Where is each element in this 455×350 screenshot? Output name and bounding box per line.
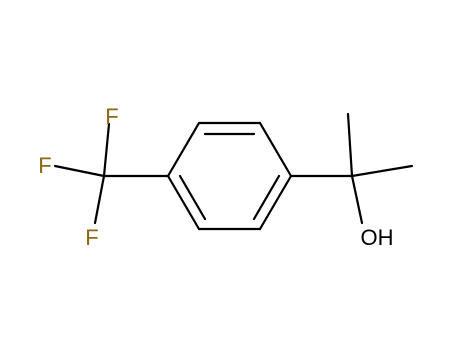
fluorine-label-top: F (105, 104, 118, 129)
bond-methyl-right (350, 164, 414, 178)
fluorine-label-bottom: F (85, 225, 98, 250)
ring-bond-6 (166, 174, 201, 231)
bond-c-f-top (102, 122, 111, 178)
ring-double-bond-left (178, 174, 207, 221)
bond-c-o (350, 174, 364, 225)
bond-c-f-left (53, 164, 106, 178)
ring-bond-4 (258, 174, 293, 231)
fluorine-label-left: F (38, 153, 51, 178)
hydroxyl-label: OH (361, 225, 394, 250)
ring-bond-1 (166, 121, 201, 178)
bond-methyl-top (346, 112, 354, 178)
ring-double-bond-right (252, 174, 281, 221)
ring-bond-3 (258, 121, 293, 178)
bond-c-f-bottom (93, 174, 106, 225)
